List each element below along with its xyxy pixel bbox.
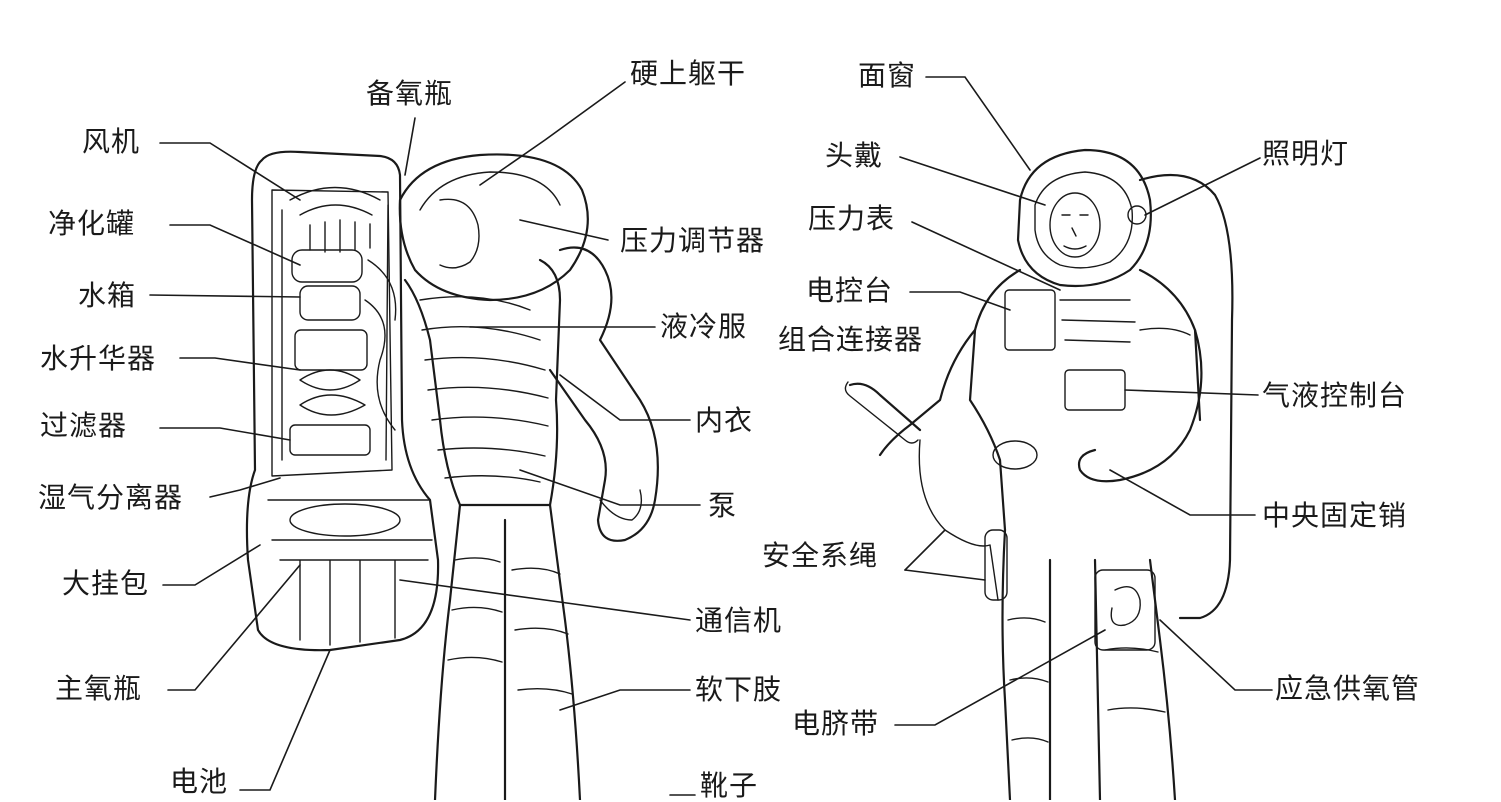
right-other-arm — [1077, 328, 1203, 483]
label-communicator: 通信机 — [695, 604, 783, 637]
right-leg-folds — [1007, 617, 1166, 743]
helmet-lamp — [1127, 205, 1147, 225]
label-battery: 电池 — [170, 765, 229, 798]
purifier-can — [291, 249, 363, 283]
backpack-inner-panel — [271, 189, 393, 477]
label-filter: 过滤器 — [40, 409, 128, 442]
gas-liquid-panel — [1064, 369, 1126, 411]
label-underwear: 内衣 — [695, 404, 754, 437]
wrench-tool — [844, 381, 919, 444]
lower-pack — [267, 499, 433, 646]
chest-details — [1059, 299, 1191, 343]
right-figure — [844, 148, 1234, 800]
label-boots: 靴子 — [700, 769, 759, 802]
right-helmet — [1016, 148, 1152, 288]
label-fan: 风机 — [82, 125, 141, 158]
label-purifier-can: 净化罐 — [48, 207, 136, 240]
thigh-pocket — [1094, 569, 1156, 651]
left-legs — [433, 503, 582, 800]
right-torso — [968, 268, 1202, 532]
sublimator-coils — [299, 369, 366, 416]
right-legs — [1001, 528, 1177, 800]
label-gas-liquid-console: 气液控制台 — [1262, 379, 1408, 412]
right-arm-tool — [848, 328, 977, 457]
label-headset: 头戴 — [825, 139, 884, 172]
chest-console — [1004, 289, 1056, 351]
left-torso — [403, 258, 562, 507]
fan-unit — [289, 186, 381, 253]
filter-unit — [289, 424, 371, 456]
label-central-pin: 中央固定销 — [1262, 499, 1408, 532]
label-water-tank: 水箱 — [78, 279, 137, 312]
cooling-tubes — [419, 295, 549, 483]
left-face-profile — [439, 198, 480, 269]
central-pin-ring — [992, 440, 1038, 470]
label-main-oxygen: 主氧瓶 — [55, 672, 143, 705]
left-helmet-inner — [419, 171, 561, 211]
right-backpack — [1138, 173, 1234, 620]
large-pack-roll — [289, 503, 401, 537]
label-control-console: 电控台 — [806, 274, 894, 307]
left-glove — [599, 489, 643, 521]
label-water-sublimator: 水升华器 — [40, 342, 157, 375]
label-umbilical-belt: 电脐带 — [792, 707, 880, 740]
leg-folds — [447, 557, 573, 695]
label-visor: 面窗 — [858, 59, 917, 92]
label-safety-tether: 安全系绳 — [762, 539, 879, 572]
label-pressure-gauge: 压力表 — [808, 202, 896, 235]
label-moisture-separator: 湿气分离器 — [38, 481, 184, 514]
water-sublimator — [294, 329, 368, 371]
water-tank — [299, 285, 361, 321]
face — [1049, 192, 1101, 258]
left-figure — [245, 150, 659, 800]
face-features — [1061, 214, 1089, 250]
label-liquid-cooling-garment: 液冷服 — [660, 310, 748, 343]
label-combined-connector: 组合连接器 — [778, 323, 924, 356]
label-emergency-oxygen-tube: 应急供氧管 — [1275, 672, 1421, 705]
visor-outline — [1034, 171, 1134, 269]
umbilical-coil — [1110, 586, 1141, 627]
label-backup-oxygen: 备氧瓶 — [366, 77, 454, 110]
tether-hook — [984, 529, 1008, 601]
label-hard-torso: 硬上躯干 — [630, 57, 747, 90]
label-large-pack: 大挂包 — [62, 567, 150, 600]
left-arm — [548, 246, 659, 542]
left-helmet — [398, 153, 589, 302]
leader-lines — [149, 76, 1273, 796]
backpack-hoses — [281, 204, 397, 461]
label-soft-lower-limb: 软下肢 — [695, 673, 783, 706]
label-pressure-regulator: 压力调节器 — [620, 224, 766, 257]
label-lighting-lamp: 照明灯 — [1262, 137, 1350, 170]
label-pump: 泵 — [708, 489, 738, 522]
backpack-shell — [245, 150, 440, 652]
